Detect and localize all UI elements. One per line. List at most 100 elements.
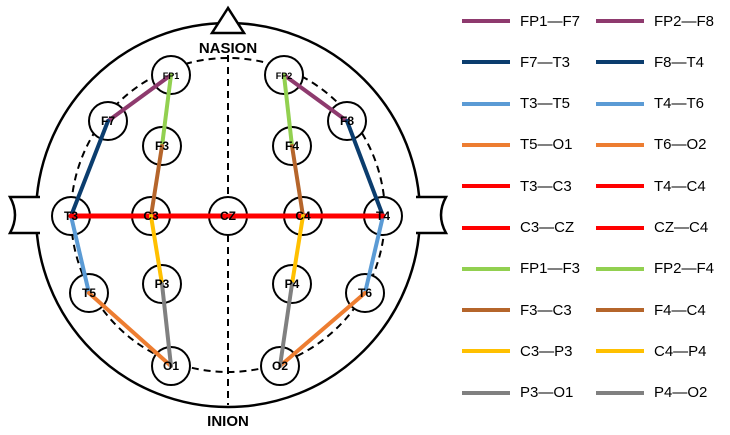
- connection-p3-o1: [160, 282, 173, 368]
- left-ear: [7, 195, 40, 235]
- legend-item-cz-c4: CZ—C4: [596, 217, 708, 239]
- legend-label: T3—T5: [520, 95, 571, 113]
- electrode-label-p4: P4: [285, 277, 300, 291]
- electrode-label-c4: C4: [295, 209, 311, 223]
- legend-label: T4—T6: [654, 95, 705, 113]
- legend-label: T5—O1: [520, 136, 573, 154]
- legend-label: P3—O1: [520, 384, 574, 402]
- legend-label: T3—C3: [520, 177, 572, 195]
- legend-swatch: [462, 349, 510, 354]
- legend-swatch: [462, 390, 510, 395]
- legend-label: F8—T4: [654, 53, 705, 71]
- connection-fp1-f3: [160, 73, 173, 148]
- legend-item-fp1-f3: FP1—F3: [462, 258, 580, 280]
- connection-t3-t5: [69, 214, 91, 295]
- legend-item-t3-t5: T3—T5: [462, 93, 570, 115]
- legend-label: F3—C3: [520, 301, 572, 319]
- legend-label: F4—C4: [654, 301, 706, 319]
- connections-group: [68, 73, 386, 368]
- connection-fp2-f8: [282, 73, 349, 123]
- connection-t6-o2: [278, 291, 367, 368]
- legend-swatch: [596, 308, 644, 313]
- electrode-label-p3: P3: [155, 277, 170, 291]
- legend-label: FP2—F8: [654, 12, 715, 30]
- legend-item-fp1-f7: FP1—F7: [462, 10, 580, 32]
- inion-label: INION: [207, 413, 249, 430]
- legend-swatch: [596, 60, 644, 65]
- electrode-label-t4: T4: [376, 209, 390, 223]
- legend-swatch: [462, 142, 510, 147]
- legend-swatch: [596, 142, 644, 147]
- legend-swatch: [462, 60, 510, 65]
- legend-swatch: [596, 19, 644, 23]
- connection-t4-t6: [363, 214, 385, 295]
- connection-fp2-f4: [282, 73, 294, 148]
- legend-item-f8-t4: F8—T4: [596, 51, 704, 73]
- connection-fp1-f7: [106, 73, 173, 123]
- legend-item-fp2-f4: FP2—F4: [596, 258, 714, 280]
- legend-label: FP1—F7: [520, 12, 581, 30]
- electrode-label-o2: O2: [272, 359, 288, 373]
- legend-item-c4-p4: C4—P4: [596, 340, 707, 362]
- legend-swatch: [596, 184, 644, 189]
- legend-swatch: [596, 266, 644, 271]
- electrode-label-f3: F3: [155, 139, 169, 153]
- legend-item-f4-c4: F4—C4: [596, 299, 706, 321]
- electrode-label-f7: F7: [101, 114, 115, 128]
- connection-f7-t3: [69, 119, 110, 218]
- legend-swatch: [596, 349, 644, 354]
- electrode-label-t3: T3: [64, 209, 78, 223]
- legend-label: C3—P3: [520, 342, 573, 360]
- legend-swatch: [596, 101, 644, 106]
- legend-item-t4-t6: T4—T6: [596, 93, 704, 115]
- legend-swatch: [462, 225, 510, 230]
- nasion-label: NASION: [199, 40, 257, 57]
- legend-item-t3-c3: T3—C3: [462, 175, 572, 197]
- legend-swatch: [462, 184, 510, 189]
- legend-label: T6—O2: [654, 136, 707, 154]
- connection-f8-t4: [345, 119, 385, 218]
- legend-label: C4—P4: [654, 342, 707, 360]
- legend-swatch: [596, 225, 644, 230]
- legend-swatch: [462, 101, 510, 106]
- connection-p4-o2: [278, 282, 294, 368]
- legend-item-f7-t3: F7—T3: [462, 51, 570, 73]
- connection-f4-c4: [290, 144, 305, 218]
- legend-label: CZ—C4: [654, 219, 709, 236]
- legend-swatch: [462, 266, 510, 271]
- legend-label: FP1—F3: [520, 260, 581, 278]
- legend-swatch: [462, 19, 510, 23]
- legend-item-fp2-f8: FP2—F8: [596, 10, 714, 32]
- legend-swatch: [596, 390, 644, 395]
- legend-label: C3—CZ: [520, 219, 575, 236]
- electrode-label-cz: CZ: [220, 209, 236, 223]
- electrode-label-c3: C3: [143, 209, 159, 223]
- connection-c4-p4: [290, 214, 305, 286]
- nose-marker: [209, 5, 247, 35]
- legend-item-t6-o2: T6—O2: [596, 134, 707, 156]
- legend-label: F7—T3: [520, 53, 571, 71]
- legend-swatch: [462, 308, 510, 313]
- electrode-label-t6: T6: [358, 286, 372, 300]
- right-ear: [416, 195, 449, 235]
- legend-item-p4-o2: P4—O2: [596, 382, 707, 404]
- connection-f3-c3: [149, 144, 164, 218]
- legend-item-t5-o1: T5—O1: [462, 134, 573, 156]
- legend-item-c3-cz: C3—CZ: [462, 217, 574, 239]
- electrode-label-fp2: FP2: [276, 71, 293, 81]
- legend-label: P4—O2: [654, 384, 708, 402]
- legend-item-c3-p3: C3—P3: [462, 340, 573, 362]
- connection-t5-o1: [87, 291, 173, 368]
- electrode-label-f4: F4: [285, 139, 299, 153]
- legend-item-t4-c4: T4—C4: [596, 175, 706, 197]
- legend-label: T4—C4: [654, 177, 706, 195]
- electrode-label-o1: O1: [163, 359, 179, 373]
- legend-label: FP2—F4: [654, 260, 715, 278]
- electrode-label-fp1: FP1: [163, 71, 180, 81]
- electrode-label-t5: T5: [82, 286, 96, 300]
- electrode-label-f8: F8: [340, 114, 354, 128]
- legend-item-p3-o1: P3—O1: [462, 382, 573, 404]
- legend-item-f3-c3: F3—C3: [462, 299, 572, 321]
